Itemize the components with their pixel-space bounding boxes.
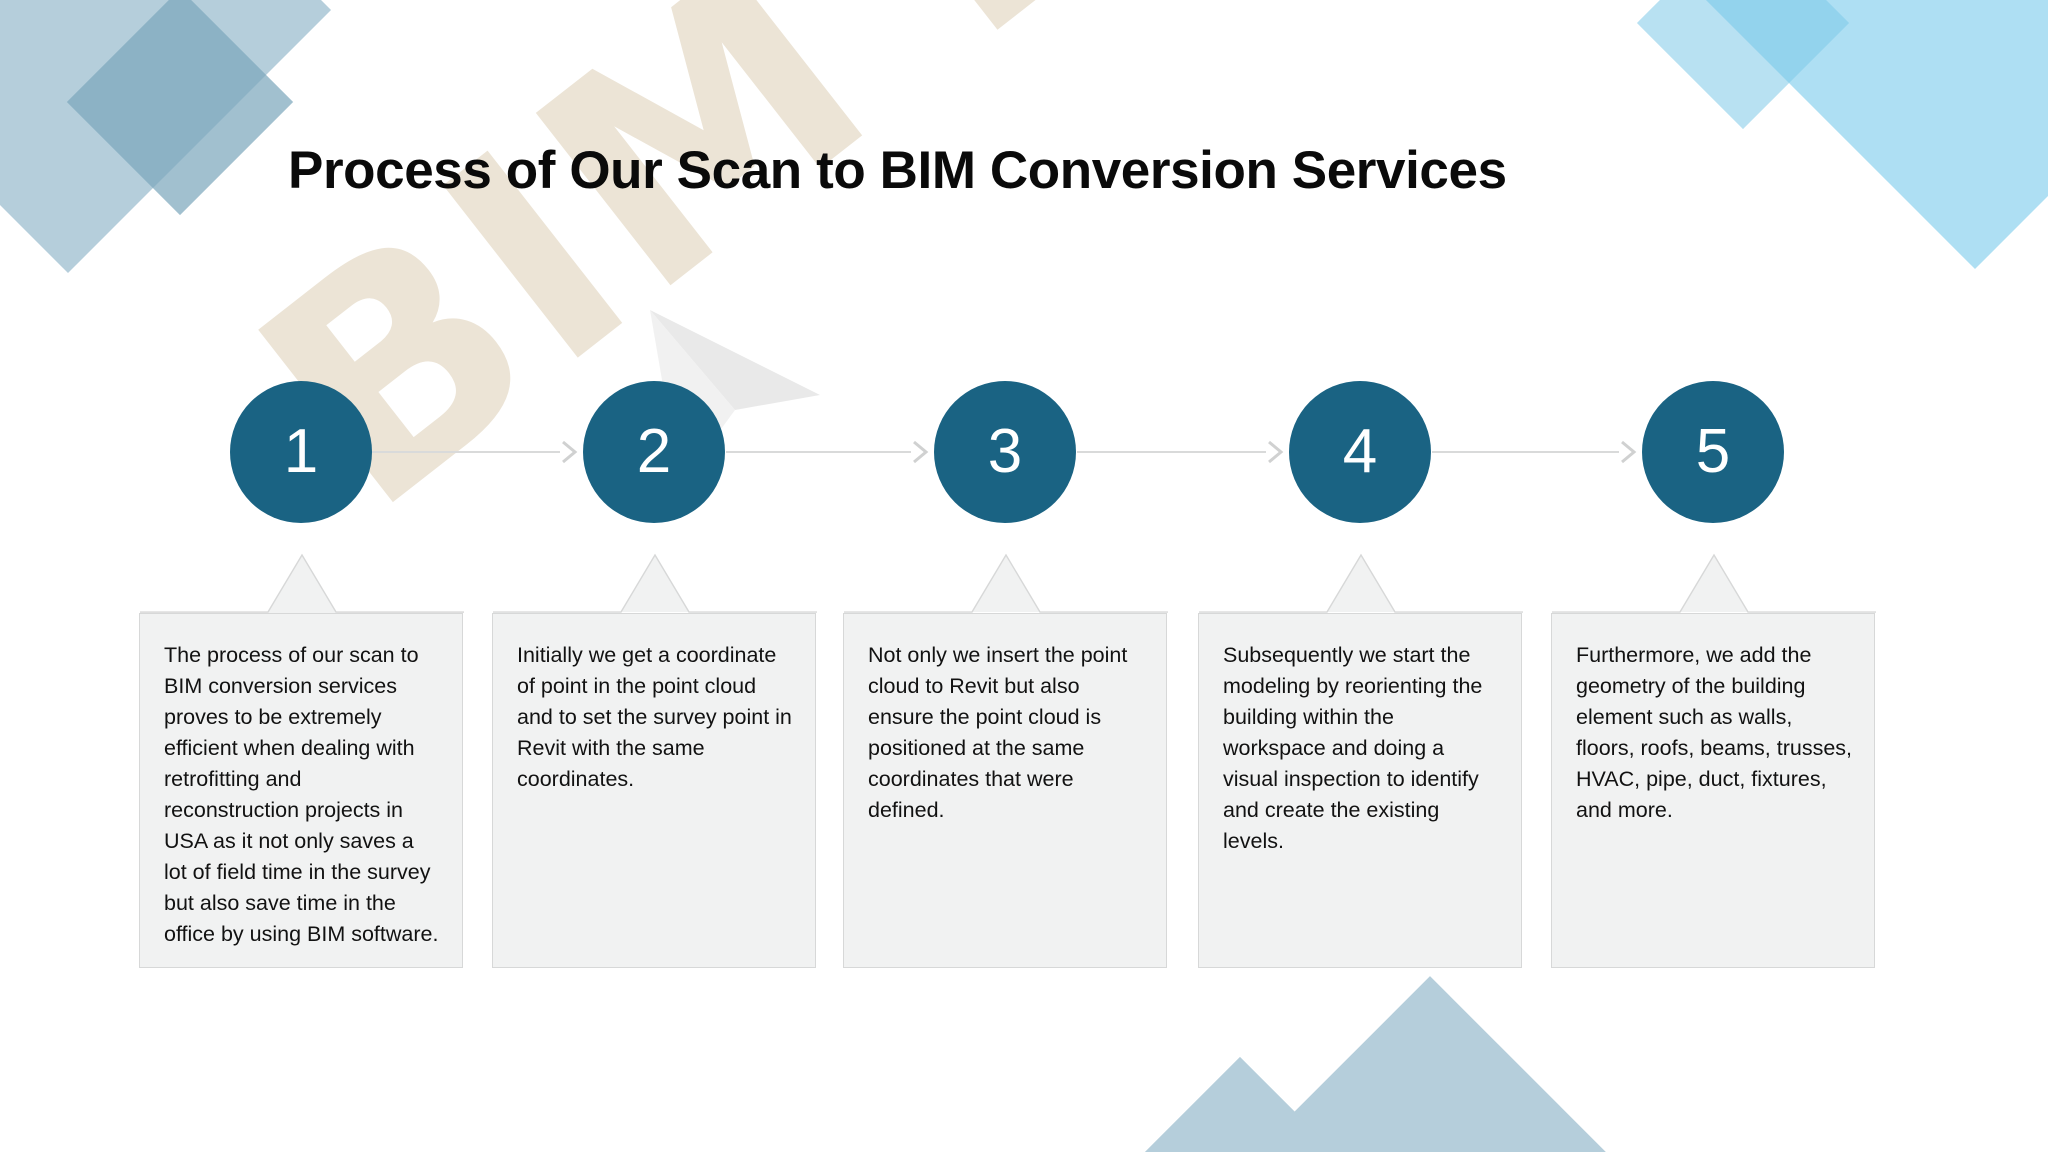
- step-number-5: 5: [1695, 417, 1731, 486]
- step-card-1[interactable]: The process of our scan to BIM conversio…: [139, 553, 464, 968]
- step-number-1: 1: [283, 417, 319, 486]
- step-node-4[interactable]: 4: [1289, 381, 1431, 523]
- step-number-4: 4: [1342, 417, 1378, 486]
- chevron-right-icon: [913, 440, 929, 464]
- step-node-3[interactable]: 3: [934, 381, 1076, 523]
- connector-2-3: [726, 437, 933, 467]
- step-node-2[interactable]: 2: [583, 381, 725, 523]
- step-card-text-3: Not only we insert the point cloud to Re…: [868, 643, 1128, 822]
- connector-4-5: [1432, 437, 1641, 467]
- card-peak-2: [493, 553, 817, 613]
- card-peak-5: [1552, 553, 1876, 613]
- card-peak-4: [1199, 553, 1523, 613]
- chevron-right-icon: [1268, 440, 1284, 464]
- card-peak-3: [844, 553, 1168, 613]
- step-card-text-5: Furthermore, we add the geometry of the …: [1576, 643, 1853, 822]
- step-card-4[interactable]: Subsequently we start the modeling by re…: [1198, 553, 1523, 968]
- card-peak-1: [140, 553, 464, 613]
- chevron-right-icon: [1621, 440, 1637, 464]
- step-node-5[interactable]: 5: [1642, 381, 1784, 523]
- step-card-text-4: Subsequently we start the modeling by re…: [1223, 643, 1483, 853]
- step-card-5[interactable]: Furthermore, we add the geometry of the …: [1551, 553, 1876, 968]
- step-card-2[interactable]: Initially we get a coordinate of point i…: [492, 553, 817, 968]
- step-card-text-1: The process of our scan to BIM conversio…: [164, 643, 439, 946]
- step-node-1[interactable]: 1: [230, 381, 372, 523]
- step-card-3[interactable]: Not only we insert the point cloud to Re…: [843, 553, 1168, 968]
- step-number-3: 3: [987, 417, 1023, 486]
- connector-1-2: [372, 437, 582, 467]
- page-title: Process of Our Scan to BIM Conversion Se…: [288, 141, 1507, 200]
- step-card-text-2: Initially we get a coordinate of point i…: [517, 643, 792, 791]
- connector-3-4: [1077, 437, 1288, 467]
- step-number-2: 2: [636, 417, 672, 486]
- chevron-right-icon: [562, 440, 578, 464]
